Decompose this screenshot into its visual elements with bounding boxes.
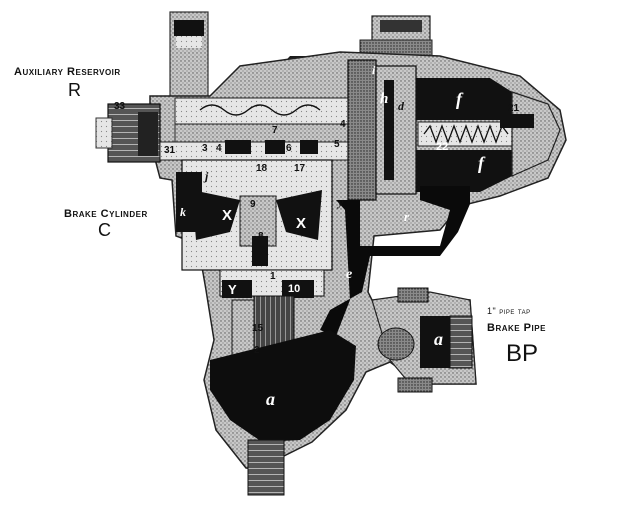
callout-5: 5 (334, 139, 340, 150)
callout-k: k (180, 205, 186, 219)
callout-8: 8 (258, 231, 264, 242)
callout-41: 4 (340, 119, 346, 130)
top-boss (169, 11, 209, 108)
callout-22: 22 (436, 141, 449, 153)
callout-d: d (398, 99, 404, 113)
graduating-spring (199, 104, 321, 116)
callout-1: 1 (270, 271, 276, 282)
callout-9: 9 (250, 199, 256, 210)
callout-y-lower: y (338, 195, 344, 209)
left-end-cap (95, 103, 161, 163)
x-valve-left (192, 190, 240, 240)
callout-6: 6 (286, 143, 292, 154)
port-block-mid (265, 140, 285, 154)
chamber-f-upper (416, 78, 512, 120)
callout-e: e (346, 267, 353, 282)
callout-3: 3 (202, 143, 208, 154)
callout-j: j (205, 169, 209, 183)
callout-10: 10 (288, 283, 301, 295)
right-end-cap (511, 91, 561, 177)
callout-a-reservoir: a (266, 389, 275, 409)
piston-head (384, 80, 394, 180)
callout-h: h (380, 91, 389, 107)
cap-nut (500, 114, 534, 128)
chamber-f-lower (416, 150, 512, 192)
brake-pipe-label: Brake Pipe (487, 322, 546, 334)
callout-4: 4 (216, 143, 222, 154)
callout-7: 7 (272, 125, 278, 136)
callout-2: 2 (254, 345, 260, 356)
callout-18: 18 (256, 163, 268, 174)
top-bolt (359, 15, 433, 59)
return-spring (423, 124, 509, 144)
piston-cylinder (347, 59, 377, 201)
callout-i: i (372, 63, 376, 77)
port-block-left (225, 140, 251, 154)
brake-pipe-letters: BP (506, 340, 539, 367)
callout-a-pipe: a (434, 329, 443, 349)
valve-10 (282, 280, 314, 298)
callout-f-upper: f (456, 89, 462, 109)
passage-e (320, 186, 470, 336)
callout-33: 33 (114, 101, 126, 112)
port-block-right (300, 140, 318, 154)
callout-f-lower: f (478, 153, 484, 173)
callout-y: Y (228, 282, 237, 297)
callout-31: 31 (164, 145, 176, 156)
center-stem (252, 236, 268, 266)
piston-housing (375, 65, 417, 195)
check-valve-y (222, 280, 252, 298)
pipe-tap-label: 1" pipe tap (487, 306, 531, 316)
callout-x-left: X (222, 207, 233, 224)
x-valve-right (276, 190, 322, 240)
callout-r: r (404, 209, 410, 224)
left-dark-port (176, 172, 202, 232)
brake-cylinder-label: Brake Cylinder (64, 208, 148, 220)
callout-15: 15 (252, 323, 264, 334)
auxiliary-reservoir-letter: R (68, 80, 81, 100)
drain-plug (247, 439, 285, 496)
reservoir-a (210, 330, 356, 442)
callout-17: 17 (294, 163, 306, 174)
callout-x-center: X (260, 243, 269, 258)
callout-21: 21 (508, 103, 520, 114)
auxiliary-reservoir-label: Auxiliary Reservoir (14, 66, 121, 78)
brake-cylinder-letter: C (98, 220, 111, 240)
brake-pipe-connection (371, 287, 477, 393)
callout-x-right: X (296, 215, 307, 232)
